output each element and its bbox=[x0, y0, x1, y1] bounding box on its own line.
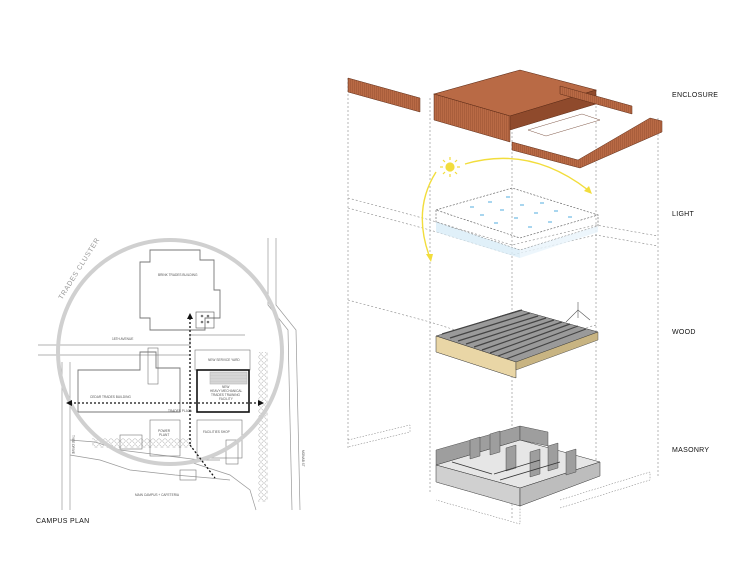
wood-beam-face bbox=[435, 335, 517, 379]
cedar-trades-building bbox=[77, 351, 181, 413]
enclosure-right-wall bbox=[559, 85, 633, 115]
sun-path-arc-down bbox=[421, 171, 437, 259]
light-layer bbox=[421, 157, 600, 262]
enclosure-layer bbox=[347, 69, 663, 169]
plan-label-power-2: PLANT bbox=[159, 433, 169, 437]
sun-icon bbox=[440, 157, 460, 177]
layer-label-wood: WOOD bbox=[672, 329, 696, 336]
plan-label-new-facility-4: FACILITY bbox=[219, 397, 234, 401]
plan-label-cedar: CEDAR TRADES BUILDING bbox=[90, 395, 131, 399]
layer-label-masonry: MASONRY bbox=[672, 447, 710, 454]
layer-label-light: LIGHT bbox=[672, 211, 695, 218]
circulation-paths bbox=[70, 318, 260, 479]
masonry-layer bbox=[347, 424, 651, 525]
campus-plan bbox=[38, 238, 301, 511]
enclosure-lower-wall bbox=[511, 117, 663, 169]
plan-label-avenue: 18TH AVENUE bbox=[112, 337, 133, 341]
enclosure-left-wall bbox=[347, 77, 421, 113]
layer-label-enclosure: ENCLOSURE bbox=[672, 92, 719, 99]
plan-label-street-right: MONAB ST bbox=[301, 450, 305, 467]
sun-path-arc bbox=[464, 157, 589, 191]
plan-label-new-facility-2: HEAVY MECHANICAL bbox=[210, 389, 243, 393]
axon-frame bbox=[347, 78, 659, 520]
plan-label-power-1: POWER bbox=[158, 429, 171, 433]
trades-cluster-circle bbox=[56, 238, 284, 466]
campus-plan-caption: CAMPUS PLAN bbox=[36, 518, 90, 525]
power-plant bbox=[149, 419, 181, 457]
plan-label-main-campus: MAIN CAMPUS + CAFETERIA bbox=[135, 493, 180, 497]
enclosure-roof-side bbox=[433, 93, 511, 143]
plan-label-facilities-shop: FACILITIES SHOP bbox=[203, 430, 230, 434]
brink-trades-building bbox=[139, 249, 221, 331]
plan-label-service-yard: NEW SERVICE YARD bbox=[208, 358, 240, 362]
plan-label-new-facility-3: TRADES TRAINING bbox=[211, 393, 241, 397]
plan-label-plaza: TRADES PLAZA bbox=[168, 409, 193, 413]
plan-label-brink: BRINK TRADES BUILDING bbox=[158, 273, 198, 277]
new-heavy-mechanical-facility bbox=[196, 369, 250, 413]
tree-row bbox=[258, 352, 268, 502]
plan-label-street-left: TYEE DRIVE bbox=[71, 435, 75, 454]
plan-label-new-facility-1: NEW bbox=[222, 385, 229, 389]
wood-layer bbox=[435, 302, 599, 379]
